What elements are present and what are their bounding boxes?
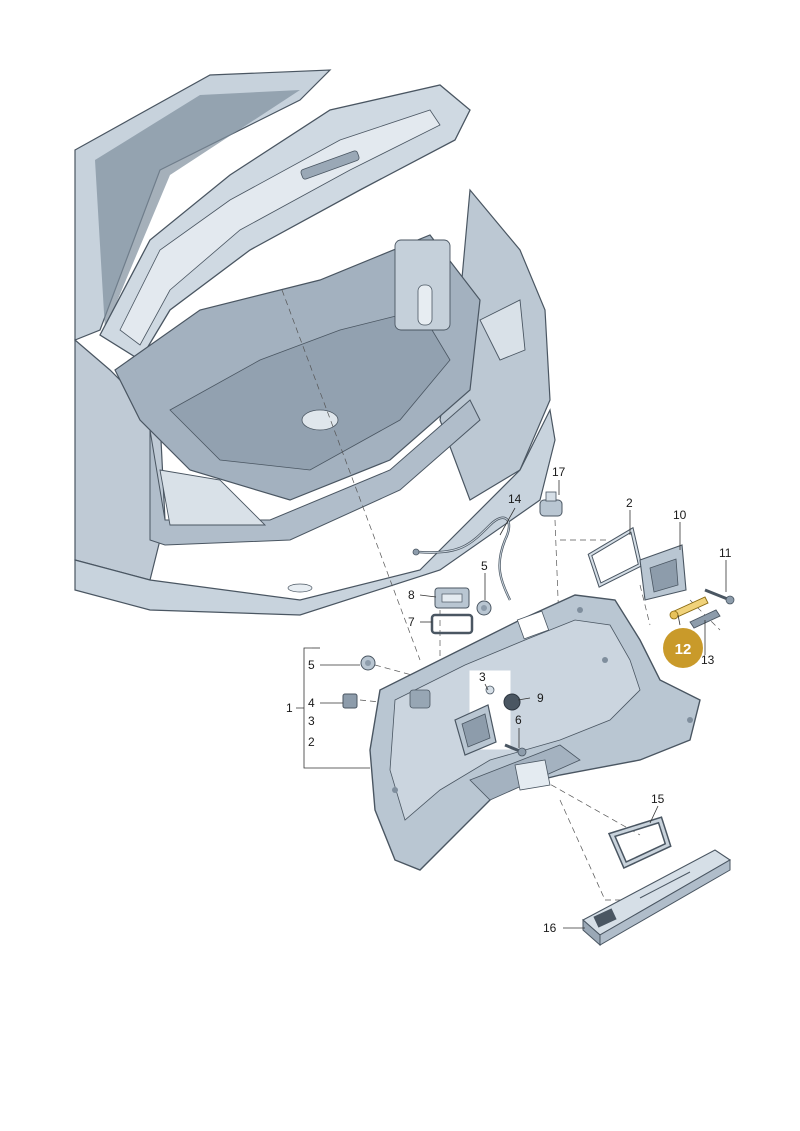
part-6-screw bbox=[504, 743, 527, 757]
callout-11: 11 bbox=[719, 546, 732, 560]
callout-13: 13 bbox=[701, 653, 715, 667]
callout-2-left: 2 bbox=[308, 735, 315, 749]
part-12-plug-highlighted bbox=[669, 596, 709, 620]
callout-14: 14 bbox=[508, 492, 522, 506]
callout-1: 1 bbox=[286, 701, 293, 715]
callout-7: 7 bbox=[408, 615, 415, 629]
callout-3-left: 3 bbox=[308, 714, 315, 728]
leader-lines bbox=[296, 480, 727, 929]
callout-8: 8 bbox=[408, 588, 415, 602]
part-11-screw bbox=[704, 588, 735, 605]
car-rear-body bbox=[74, 69, 556, 616]
callout-10: 10 bbox=[673, 508, 687, 522]
part-2-gasket bbox=[587, 526, 643, 588]
trunk-lid-trim-panel bbox=[369, 594, 701, 871]
part-5-clip-left bbox=[360, 655, 376, 671]
part-5-clip-upper bbox=[476, 600, 492, 616]
callout-5-top: 5 bbox=[481, 559, 488, 573]
callout-4: 4 bbox=[308, 696, 315, 710]
callout-labels: 17 14 2 10 11 5 8 7 12 13 5 1 4 3 2 3 9 … bbox=[286, 465, 732, 935]
part-4-clip bbox=[342, 693, 358, 709]
part-17-bumper-stop bbox=[539, 491, 563, 517]
part-16-warning-triangle-case bbox=[582, 849, 732, 947]
callout-15: 15 bbox=[651, 792, 665, 806]
part-10-handle-housing bbox=[639, 544, 687, 601]
part-14-cable bbox=[412, 516, 512, 601]
callout-16: 16 bbox=[543, 921, 557, 935]
callout-12-highlighted: 12 bbox=[663, 628, 703, 668]
part-9-cap bbox=[503, 693, 521, 711]
callout-3-center: 3 bbox=[479, 670, 486, 684]
part-13-clip bbox=[689, 609, 721, 629]
callout-9: 9 bbox=[537, 691, 544, 705]
callout-2-top: 2 bbox=[626, 496, 633, 510]
part-8-light bbox=[434, 587, 470, 609]
callout-5-left: 5 bbox=[308, 658, 315, 672]
callout-17: 17 bbox=[552, 465, 566, 479]
callout-12: 12 bbox=[675, 641, 692, 658]
callout-6: 6 bbox=[515, 713, 522, 727]
part-3-grip-highlight bbox=[454, 670, 511, 756]
part-15-handle bbox=[607, 816, 672, 870]
part-7-seal bbox=[430, 613, 474, 635]
